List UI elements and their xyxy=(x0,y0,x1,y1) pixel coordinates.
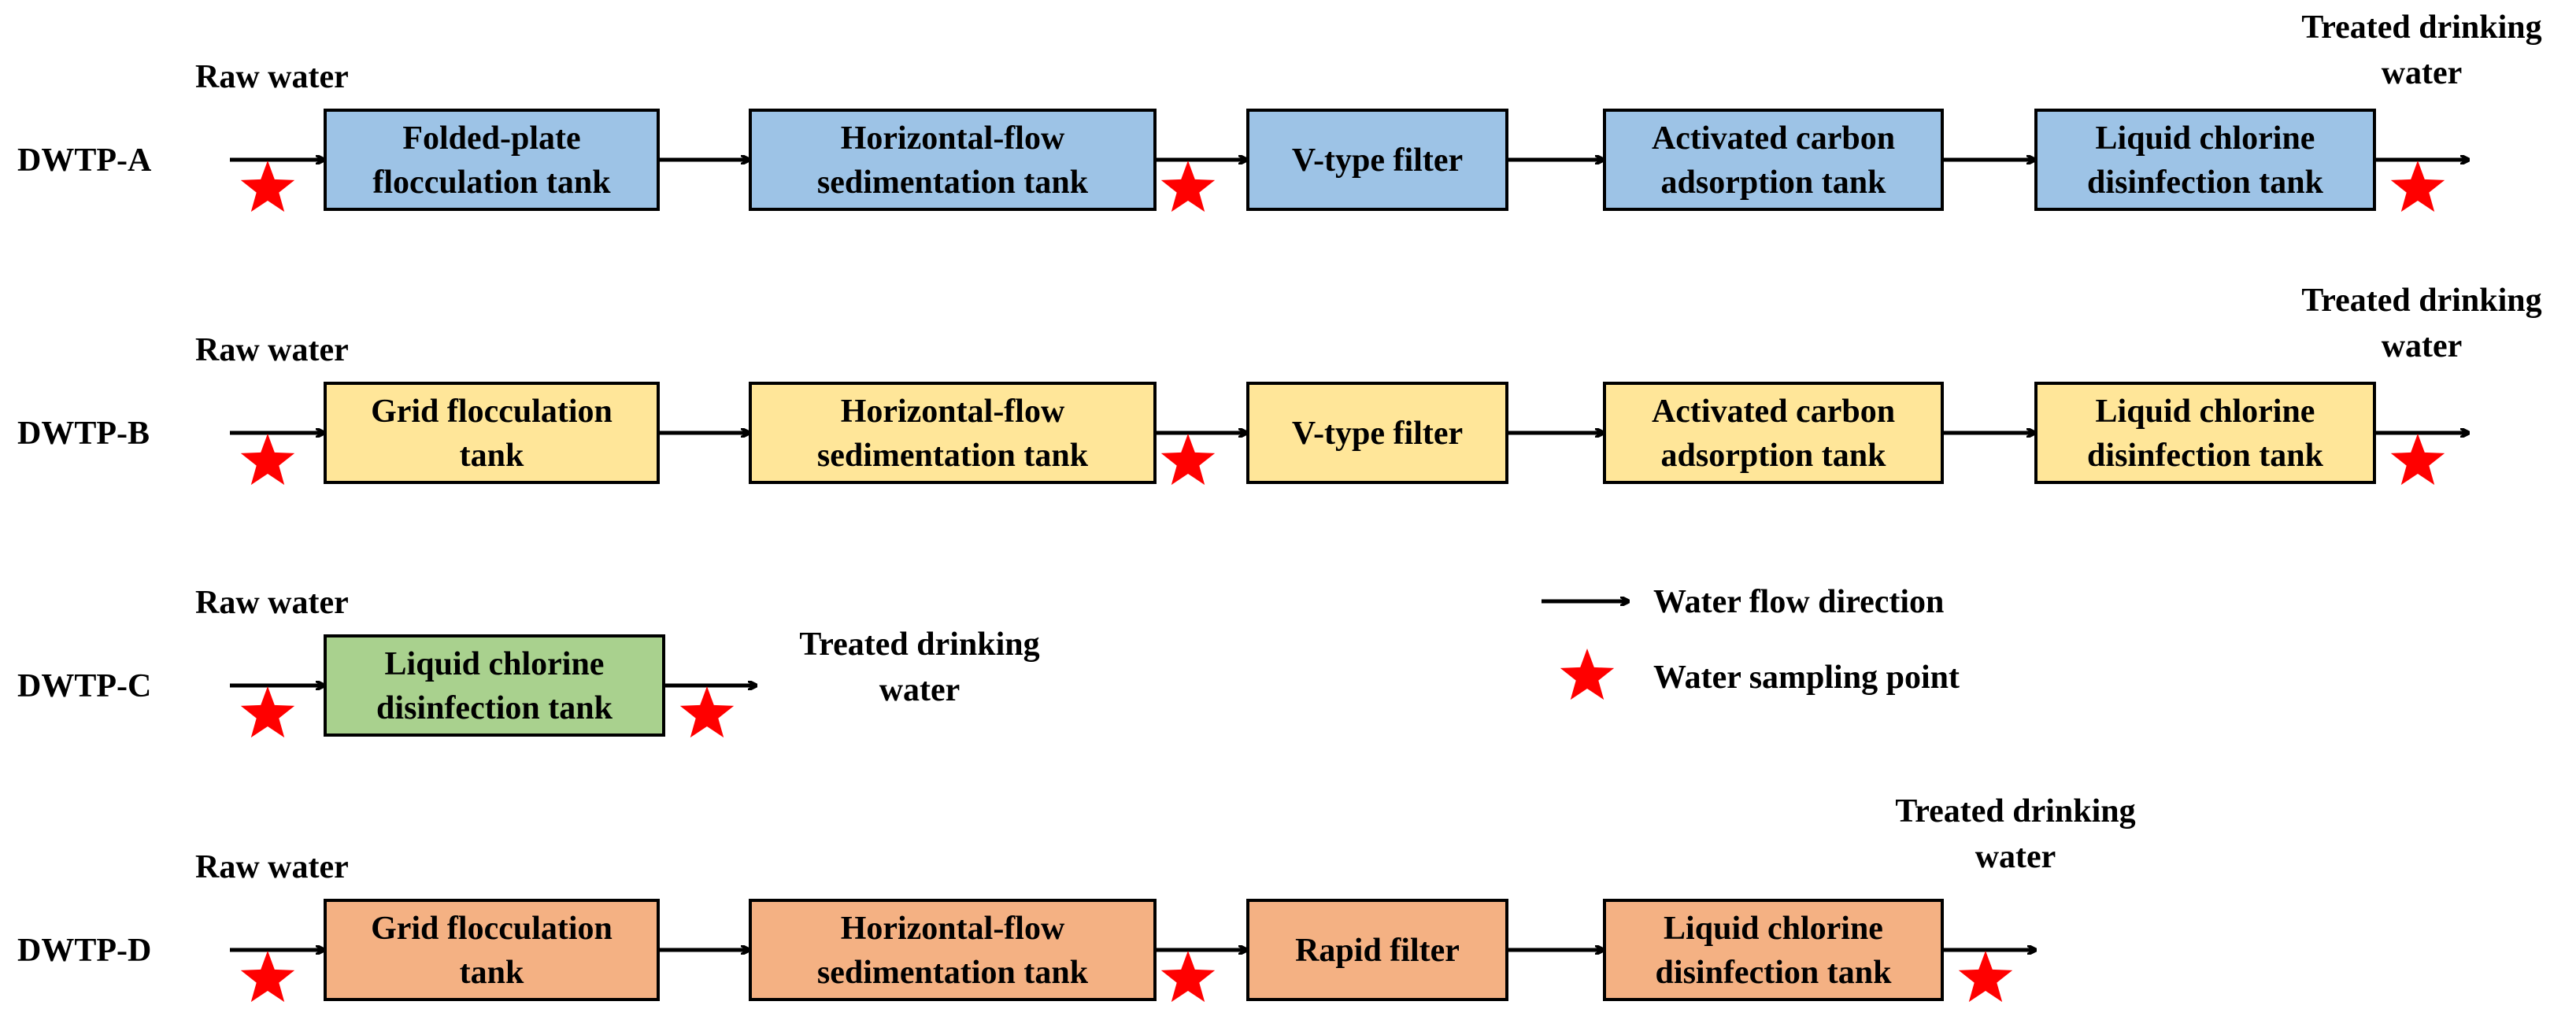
plant-label: DWTP-D xyxy=(17,933,151,969)
raw-water-label: Raw water xyxy=(195,59,349,95)
process-unit-line: adsorption tank xyxy=(1661,438,1887,474)
process-unit: Horizontal-flow sedimentation tank xyxy=(749,109,1157,211)
sampling-point-star xyxy=(2390,434,2445,486)
plant-label: DWTP-A xyxy=(17,142,152,179)
sampling-point-star xyxy=(2390,161,2445,212)
sampling-point-star xyxy=(1958,951,2013,1003)
sampling-point-star xyxy=(1160,161,1216,212)
process-unit-line: tank xyxy=(460,438,524,474)
process-unit-box xyxy=(749,109,1157,211)
sampling-point-star xyxy=(240,434,295,486)
process-unit: Horizontal-flow sedimentation tank xyxy=(749,899,1157,1001)
raw-water-label: Raw water xyxy=(195,849,349,885)
treated-water-label-line: water xyxy=(1975,839,2056,875)
process-unit: Liquid chlorine disinfection tank xyxy=(324,634,665,737)
treated-water-label-line: Treated drinking xyxy=(2301,9,2541,46)
sampling-point-star xyxy=(240,161,295,212)
process-unit-box xyxy=(324,382,660,484)
treated-water-label: Treated drinking water xyxy=(2301,9,2541,91)
sampling-point-star xyxy=(1160,951,1216,1003)
process-unit-box xyxy=(324,899,660,1001)
process-unit-line: Horizontal-flow xyxy=(841,394,1065,430)
process-unit-line: Rapid filter xyxy=(1295,933,1460,969)
process-unit-box xyxy=(2034,382,2376,484)
sampling-point-star xyxy=(679,686,735,738)
process-unit-line: Folded-plate xyxy=(402,120,580,157)
raw-water-label: Raw water xyxy=(195,585,349,621)
legend-flow-label: Water flow direction xyxy=(1653,584,1944,620)
legend-star-icon xyxy=(1560,649,1615,700)
plant-label: DWTP-C xyxy=(17,668,151,704)
process-unit: Horizontal-flow sedimentation tank xyxy=(749,382,1157,484)
treated-water-label: Treated drinking water xyxy=(799,626,1039,708)
process-unit: Grid flocculation tank xyxy=(324,382,660,484)
process-unit-box xyxy=(2034,109,2376,211)
process-unit-box xyxy=(749,899,1157,1001)
process-unit-line: Liquid chlorine xyxy=(385,646,605,682)
treated-water-label-line: water xyxy=(879,672,960,708)
process-unit-line: sedimentation tank xyxy=(817,955,1089,991)
process-unit-line: Activated carbon xyxy=(1652,120,1895,157)
treated-water-label-line: water xyxy=(2382,55,2463,91)
legend-sample-label: Water sampling point xyxy=(1653,660,1960,696)
process-unit-line: Liquid chlorine xyxy=(1664,911,1883,947)
process-unit: Liquid chlorine disinfection tank xyxy=(2034,382,2376,484)
process-unit: Activated carbon adsorption tank xyxy=(1603,109,1944,211)
process-unit: Rapid filter xyxy=(1246,899,1508,1001)
process-unit-line: disinfection tank xyxy=(1656,955,1893,991)
process-unit-line: tank xyxy=(460,955,524,991)
process-unit-line: flocculation tank xyxy=(372,164,611,201)
process-unit-box xyxy=(1246,109,1508,211)
treated-water-label-line: Treated drinking xyxy=(2301,283,2541,319)
process-unit: Liquid chlorine disinfection tank xyxy=(1603,899,1944,1001)
treated-water-label-line: Treated drinking xyxy=(799,626,1039,663)
raw-water-label: Raw water xyxy=(195,332,349,368)
process-unit-line: Liquid chlorine xyxy=(2096,394,2315,430)
process-unit: V-type filter xyxy=(1246,109,1508,211)
process-unit-line: Horizontal-flow xyxy=(841,120,1065,157)
process-unit-box xyxy=(324,634,665,737)
sampling-point-star xyxy=(1160,434,1216,486)
process-unit: Activated carbon adsorption tank xyxy=(1603,382,1944,484)
process-unit-line: adsorption tank xyxy=(1661,164,1887,201)
process-unit-line: Horizontal-flow xyxy=(841,911,1065,947)
process-unit-line: sedimentation tank xyxy=(817,164,1089,201)
process-unit: Grid flocculation tank xyxy=(324,899,660,1001)
process-unit-line: sedimentation tank xyxy=(817,438,1089,474)
process-unit-line: disinfection tank xyxy=(2087,164,2324,201)
process-unit-box xyxy=(749,382,1157,484)
process-unit-line: Activated carbon xyxy=(1652,394,1895,430)
treated-water-label: Treated drinking water xyxy=(2301,283,2541,364)
plant-label: DWTP-B xyxy=(17,416,150,452)
treated-water-label-line: water xyxy=(2382,328,2463,364)
process-unit-line: Liquid chlorine xyxy=(2096,120,2315,157)
process-unit-box xyxy=(1603,382,1944,484)
process-unit-box xyxy=(1246,382,1508,484)
process-unit-box xyxy=(1603,899,1944,1001)
sampling-point-star xyxy=(240,951,295,1003)
process-unit-line: disinfection tank xyxy=(376,690,613,726)
process-unit-line: disinfection tank xyxy=(2087,438,2324,474)
process-unit-line: Grid flocculation xyxy=(371,911,613,947)
process-unit-line: Grid flocculation xyxy=(371,394,613,430)
treated-water-label: Treated drinking water xyxy=(1895,793,2135,875)
process-unit-box xyxy=(1603,109,1944,211)
process-unit: Folded-plate flocculation tank xyxy=(324,109,660,211)
process-unit: V-type filter xyxy=(1246,382,1508,484)
legend: Water flow direction Water sampling poin… xyxy=(1542,584,1960,700)
process-unit-line: V-type filter xyxy=(1292,416,1463,452)
process-unit-line: V-type filter xyxy=(1292,142,1463,179)
sampling-point-star xyxy=(240,686,295,738)
process-unit: Liquid chlorine disinfection tank xyxy=(2034,109,2376,211)
treated-water-label-line: Treated drinking xyxy=(1895,793,2135,830)
